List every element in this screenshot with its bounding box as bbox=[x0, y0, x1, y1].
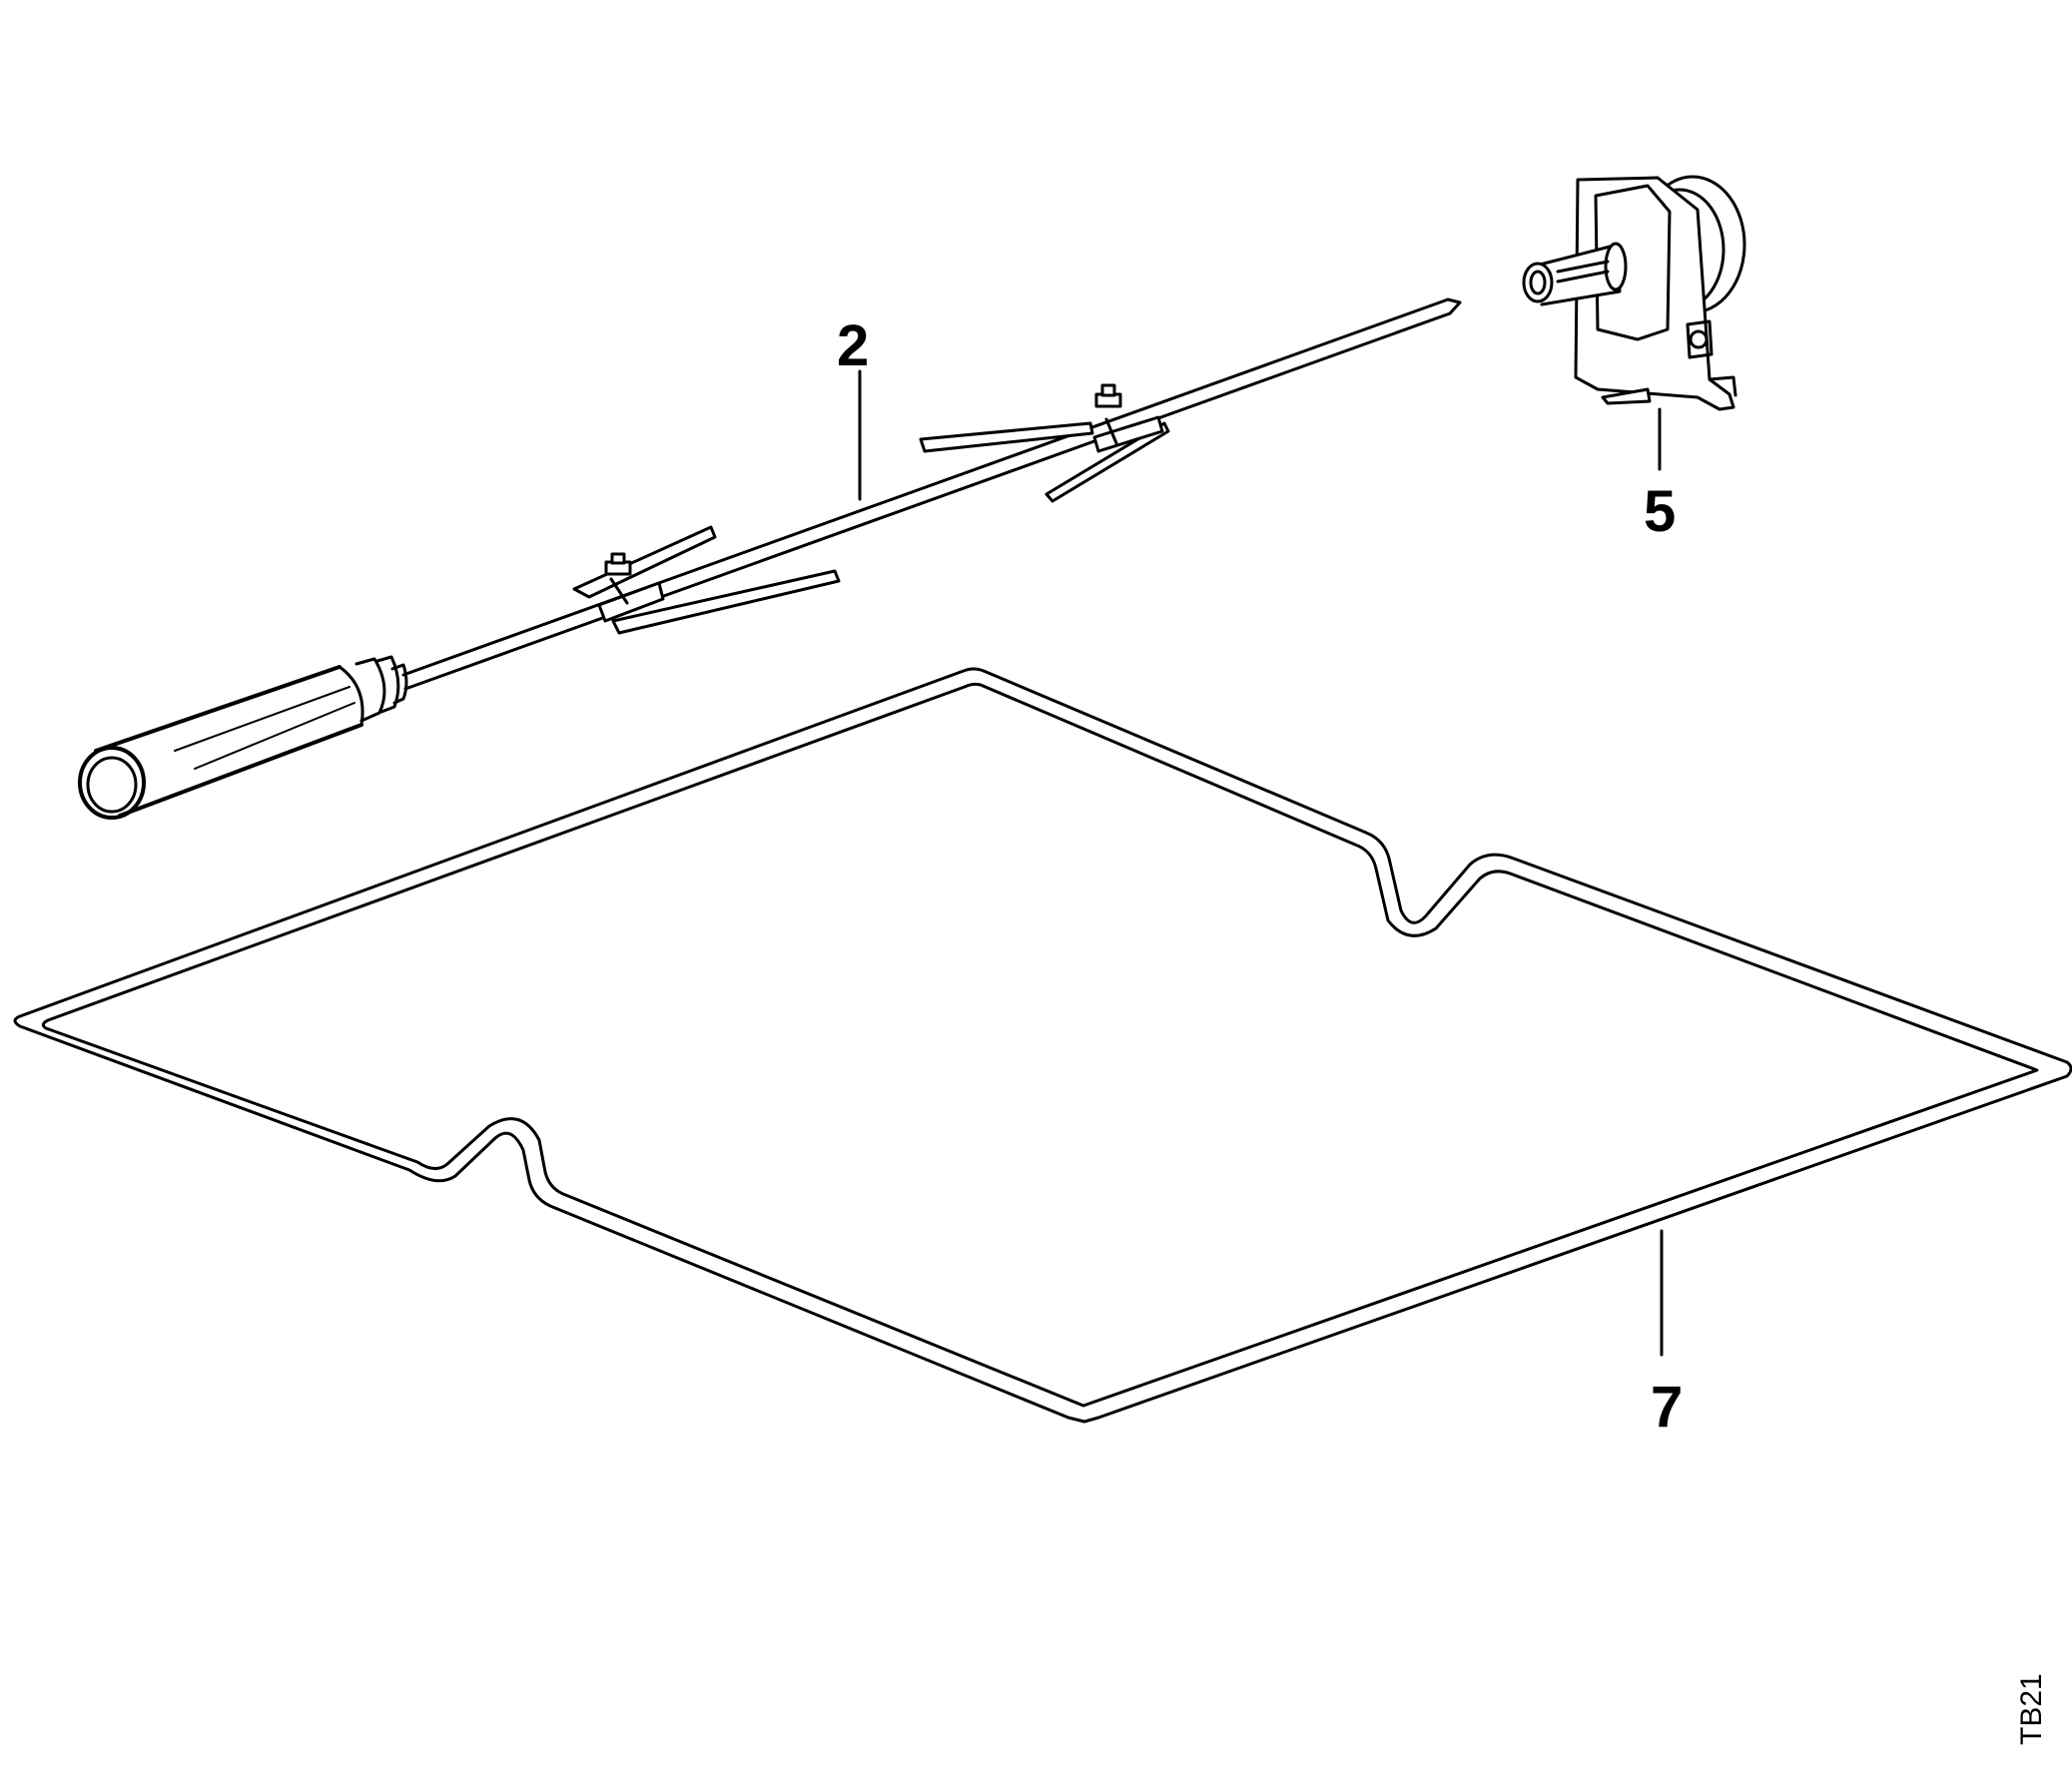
spit-handle bbox=[78, 655, 408, 820]
heating-element bbox=[13, 667, 2072, 1424]
spit-fork-back bbox=[919, 383, 1170, 503]
rotisserie-spit bbox=[78, 297, 1462, 820]
callout-heating-element: 7 bbox=[1651, 1375, 1684, 1440]
callout-motor: 5 bbox=[1644, 479, 1677, 544]
rotisserie-motor bbox=[1522, 175, 1746, 411]
callout-spit: 2 bbox=[837, 313, 870, 378]
drawing-code: TB21 bbox=[2015, 1673, 2048, 1745]
spit-fork-front bbox=[572, 525, 841, 635]
spit-rod bbox=[401, 297, 1462, 691]
